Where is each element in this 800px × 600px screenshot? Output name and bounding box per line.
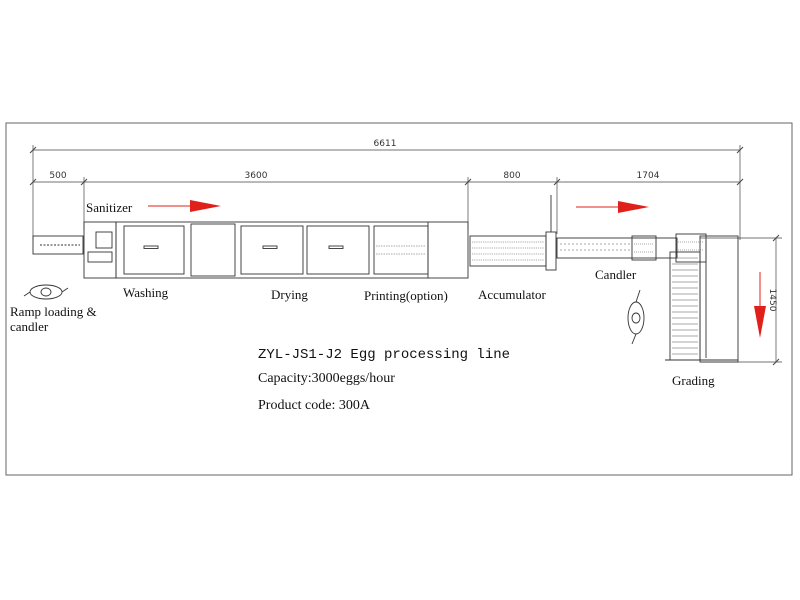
flow-arrow-3-head (754, 306, 766, 338)
dim-grading-height: 1450 (767, 289, 777, 312)
label-washing: Washing (123, 285, 169, 300)
label-accumulator: Accumulator (478, 287, 547, 302)
grading-rows (672, 257, 698, 355)
label-grading: Grading (672, 373, 715, 388)
dim-washing-drying: 3600 (245, 171, 268, 181)
label-candler: Candler (595, 267, 637, 282)
dimension-ticks (29, 146, 780, 366)
label-printing: Printing(option) (364, 288, 448, 303)
info-title: ZYL-JS1-J2 Egg processing line (258, 347, 510, 363)
dim-ramp: 500 (49, 171, 66, 181)
flow-arrow-1-head (190, 200, 221, 212)
info-capacity: Capacity:3000eggs/hour (258, 371, 395, 386)
egg-icon (23, 284, 69, 300)
info-product-code: Product code: 300A (258, 398, 371, 413)
flow-arrows (148, 200, 766, 338)
dim-accumulator: 800 (503, 171, 520, 181)
conveyor-hatching (376, 241, 704, 261)
dimension-lines (32, 145, 782, 363)
dim-total: 6611 (374, 139, 397, 149)
label-ramp-line2: candler (10, 319, 49, 334)
label-drying: Drying (271, 287, 308, 302)
flow-arrow-2-head (618, 201, 649, 213)
label-sanitizer: Sanitizer (86, 200, 133, 215)
drawing-frame (5, 122, 793, 476)
label-ramp-line1: Ramp loading & (10, 304, 97, 319)
dim-candler: 1704 (637, 171, 660, 181)
machine-outline (32, 195, 739, 363)
candler-egg-icon (627, 289, 645, 345)
